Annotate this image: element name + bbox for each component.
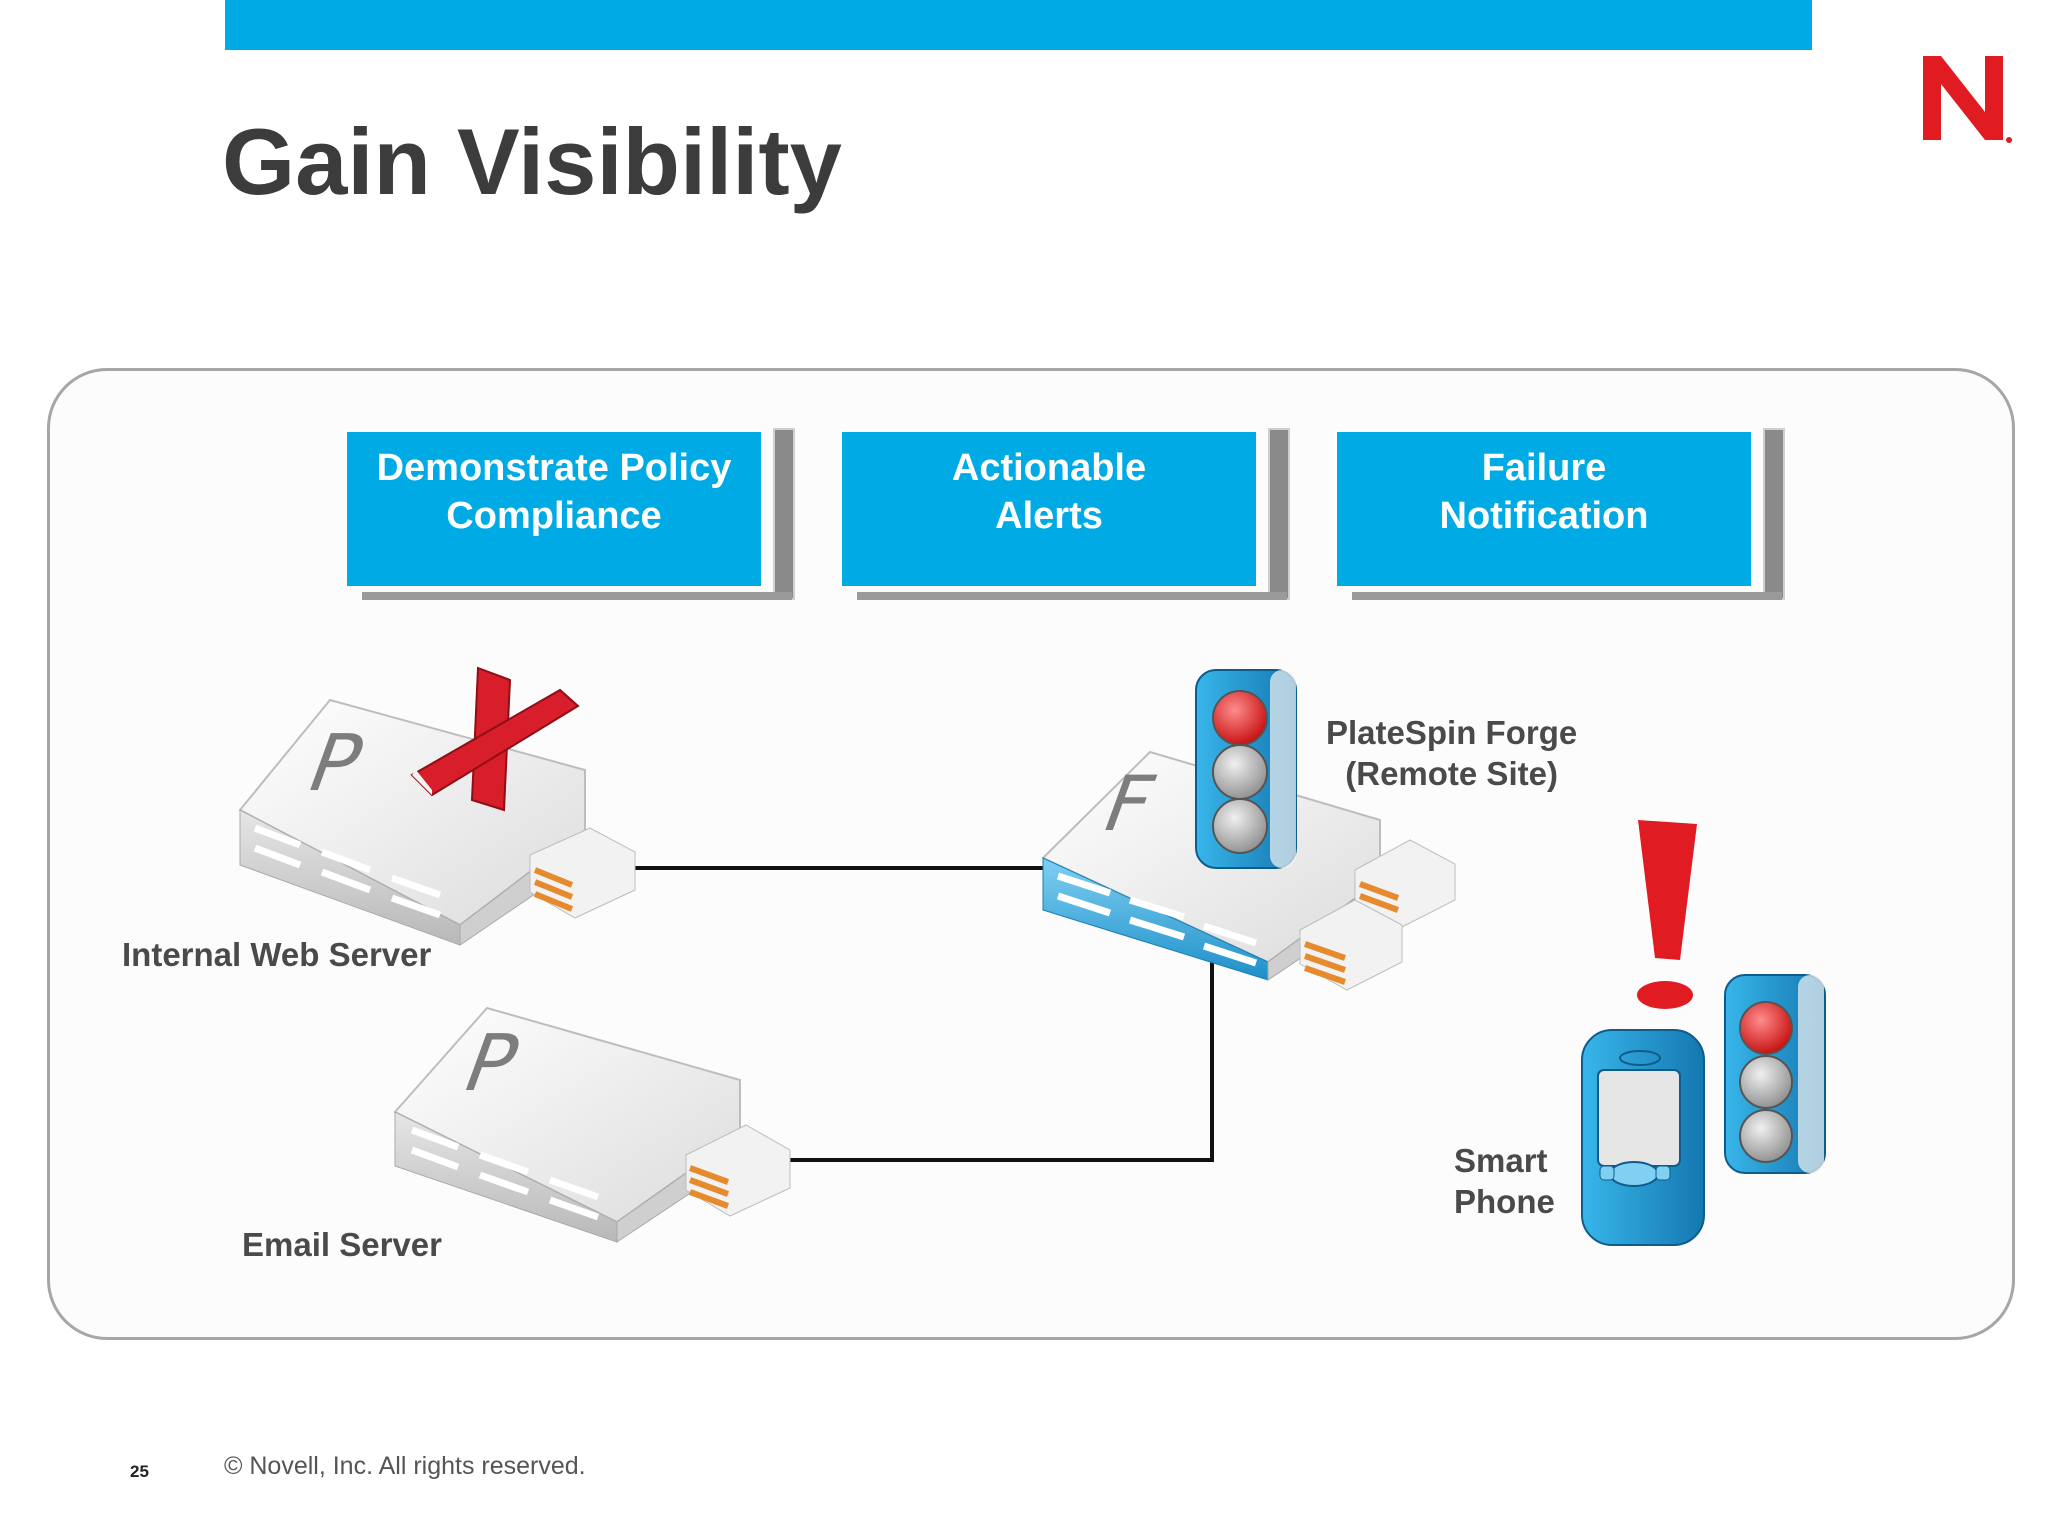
box-policy-compliance: Demonstrate Policy Compliance: [345, 430, 763, 588]
copyright-text: © Novell, Inc. All rights reserved.: [224, 1452, 586, 1480]
label-email-server: Email Server: [242, 1226, 442, 1263]
box-text: Failure: [1481, 447, 1607, 489]
connection-lines: [630, 866, 1214, 1162]
top-accent-bar: [225, 0, 1812, 50]
box-failure-notification: Failure Notification: [1335, 430, 1753, 588]
smart-phone-icon: [1581, 1029, 1705, 1246]
box-shadow: [857, 592, 1287, 600]
box-text: Demonstrate Policy: [376, 447, 732, 489]
label-platespin-forge: PlateSpin Forge (Remote Site): [1326, 712, 1577, 794]
link-email-to-forge: [788, 960, 1214, 1162]
label-line: PlateSpin Forge: [1326, 714, 1578, 751]
novell-n-logo-icon: [1923, 56, 2012, 143]
server-p-icon: P: [238, 698, 636, 946]
label-line: (Remote Site): [1345, 755, 1558, 792]
box-actionable-alerts: Actionable Alerts: [840, 430, 1258, 588]
page-number: 25: [130, 1462, 149, 1481]
slide-title: Gain Visibility: [222, 109, 842, 214]
label-internal-web-server: Internal Web Server: [122, 936, 432, 973]
box-text: Actionable: [951, 447, 1147, 489]
box-shadow: [1352, 592, 1782, 600]
label-line: Phone: [1454, 1183, 1555, 1220]
traffic-light-icon: [1195, 669, 1297, 869]
traffic-light-icon: [1724, 974, 1826, 1174]
box-text: Notification: [1439, 495, 1649, 537]
label-line: Smart: [1454, 1142, 1548, 1179]
box-text: Compliance: [446, 495, 662, 537]
label-smart-phone: Smart Phone: [1454, 1140, 1555, 1222]
box-shadow: [362, 592, 792, 600]
box-text: Alerts: [995, 495, 1103, 537]
server-p-icon: P: [393, 1006, 791, 1243]
exclamation-icon: [1637, 820, 1697, 1009]
red-x-icon: [410, 666, 580, 812]
